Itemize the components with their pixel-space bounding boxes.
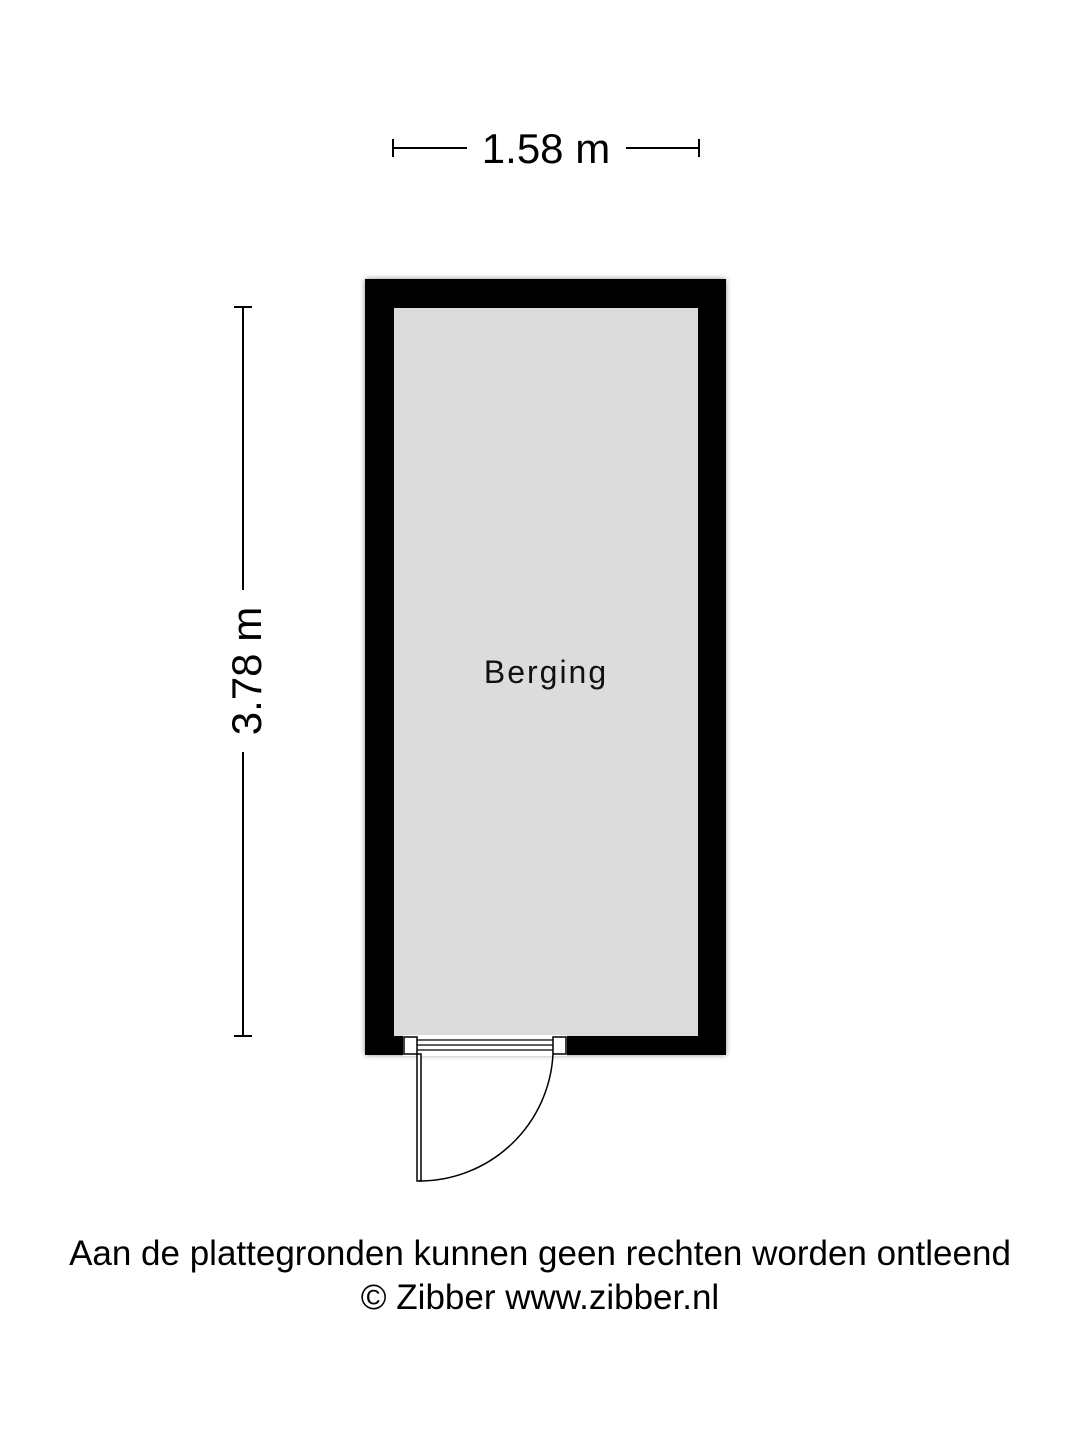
door-leaf bbox=[416, 1053, 422, 1182]
room-floor bbox=[394, 308, 698, 1036]
room-berging: Berging bbox=[365, 279, 726, 1182]
height-dimension-label: 3.78 m bbox=[223, 607, 270, 735]
width-dimension: 1.58 m bbox=[392, 125, 700, 172]
copyright-text: © Zibber www.zibber.nl bbox=[360, 1278, 720, 1317]
door-swing-arc bbox=[418, 1053, 554, 1182]
height-dimension: 3.78 m bbox=[223, 306, 270, 1037]
width-dimension-label: 1.58 m bbox=[482, 125, 610, 172]
room-label: Berging bbox=[484, 654, 608, 690]
disclaimer-text: Aan de plattegronden kunnen geen rechten… bbox=[69, 1234, 1011, 1273]
door-jamb-left bbox=[403, 1036, 418, 1055]
door-jamb-right bbox=[552, 1036, 567, 1055]
